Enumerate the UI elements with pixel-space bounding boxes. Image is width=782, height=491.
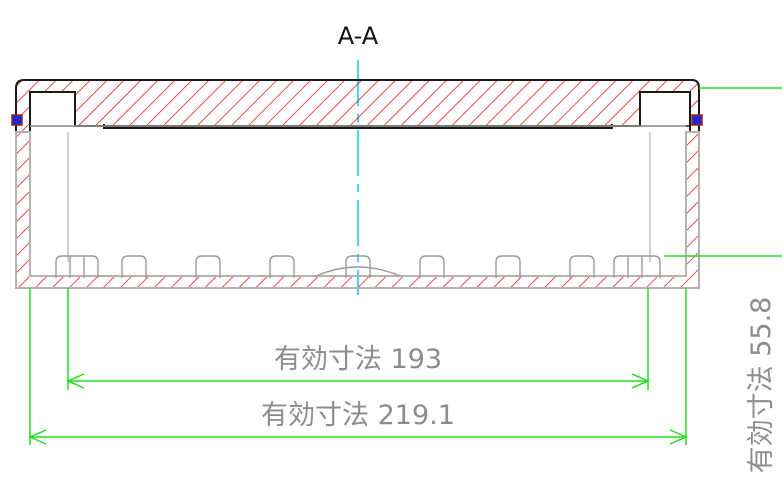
- body-section: [15, 125, 700, 289]
- seal-left: [11, 114, 23, 126]
- height-label: 有効寸法 55.8: [746, 297, 777, 474]
- bottom-ribs: [55, 255, 661, 278]
- inner-width-label: 有効寸法 193: [274, 344, 442, 375]
- inner-width-dimension: [66, 288, 650, 390]
- seal-right: [691, 114, 703, 126]
- section-title: A-A: [338, 22, 379, 50]
- lid-section: [15, 79, 700, 133]
- outer-width-dimension: [28, 288, 688, 445]
- vertical-dimension-lines: [664, 87, 782, 257]
- outer-width-label: 有効寸法 219.1: [261, 400, 455, 431]
